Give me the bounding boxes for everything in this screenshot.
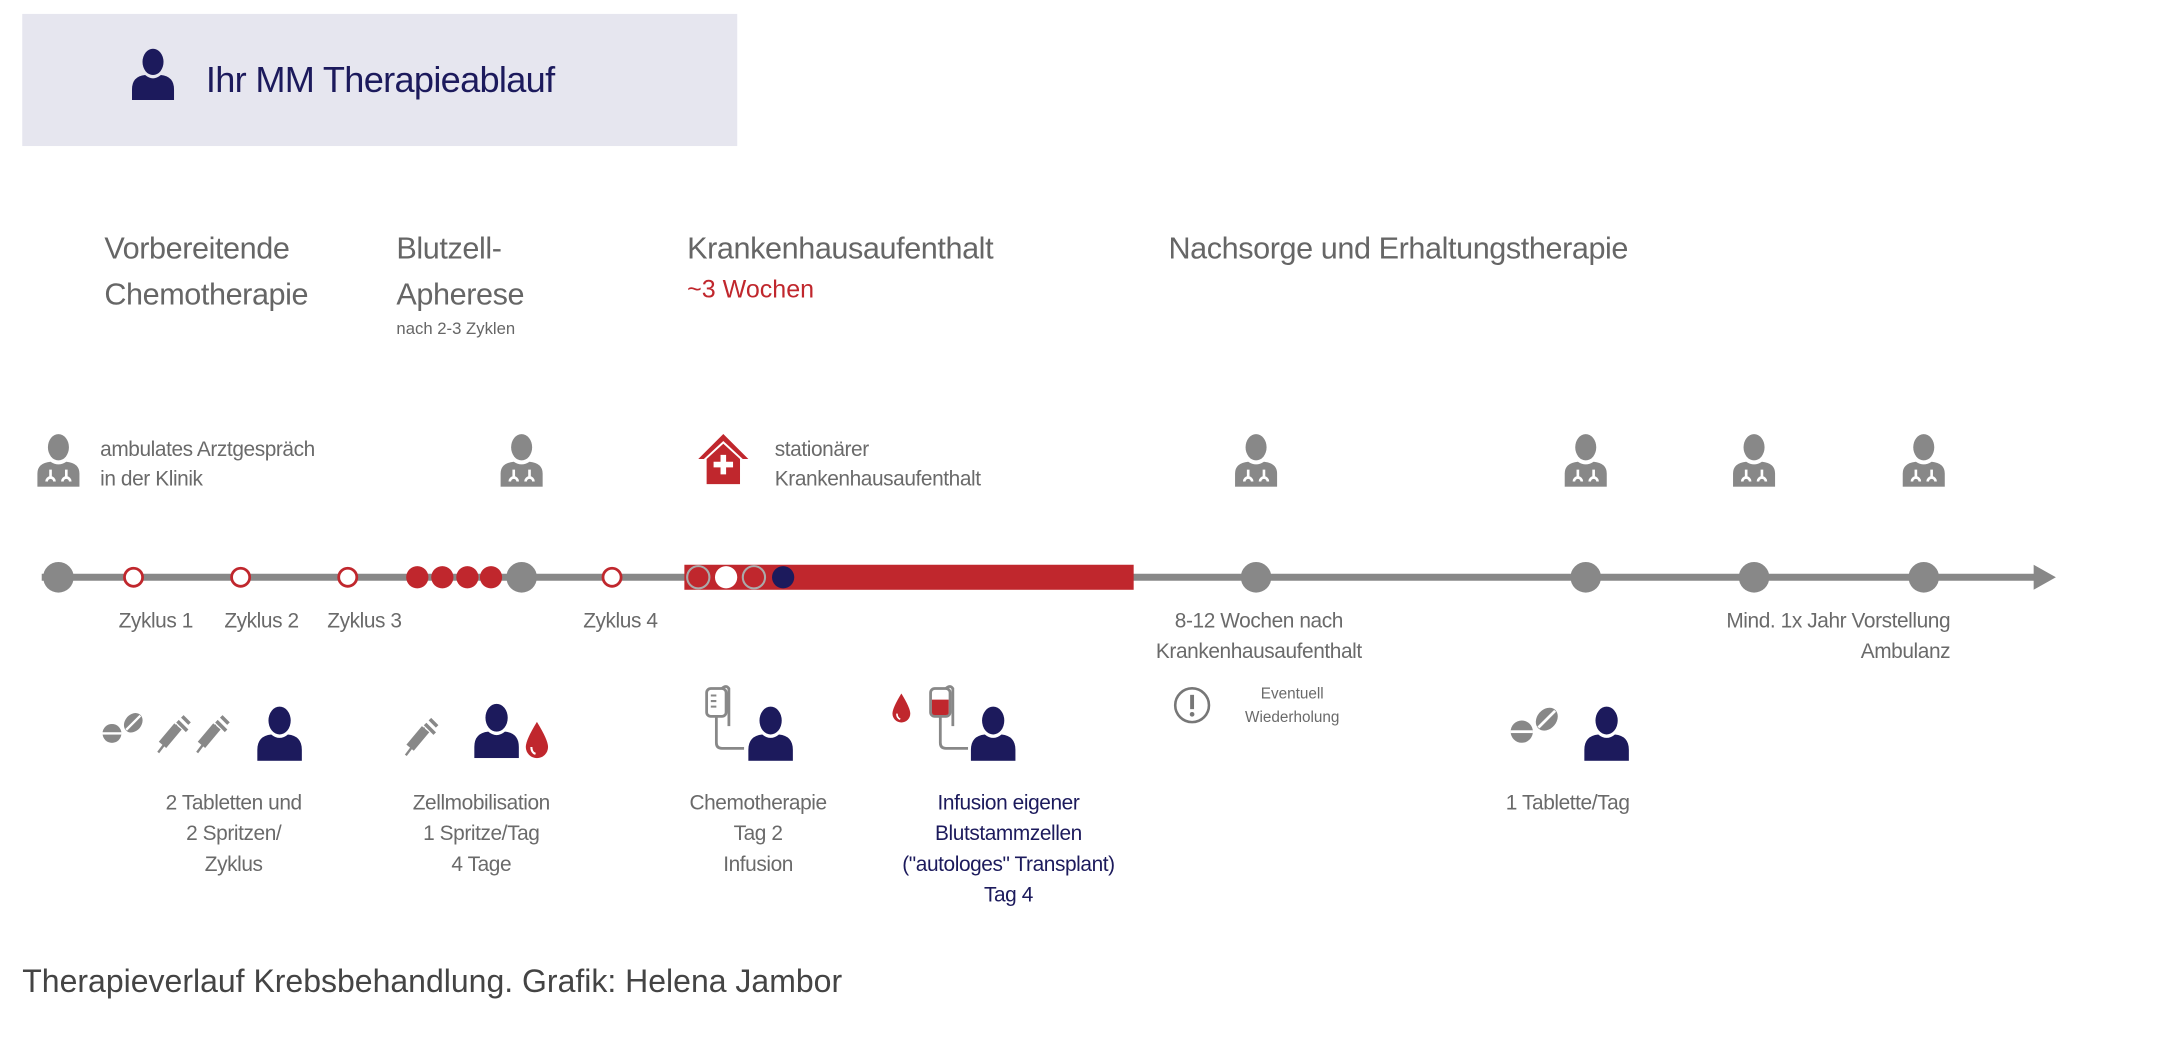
cycle-marker bbox=[123, 566, 144, 588]
person-icon bbox=[746, 705, 796, 761]
mobilisation-day-marker bbox=[456, 566, 479, 589]
pills-icon bbox=[100, 709, 147, 745]
mobilisation-day-marker bbox=[431, 566, 454, 589]
syringe-icon bbox=[403, 715, 439, 760]
blood-drop-icon bbox=[890, 691, 912, 724]
cycle-marker bbox=[337, 566, 359, 588]
syringe-icon bbox=[156, 712, 192, 757]
after-hospital-label: 8-12 Wochen nach Krankenhausaufenthalt bbox=[1155, 609, 1362, 664]
doctor-visit-marker bbox=[1570, 561, 1602, 593]
cycle-marker bbox=[230, 566, 252, 588]
treatment-label: Zellmobilisation 1 Spritze/Tag 4 Tage bbox=[412, 791, 551, 877]
mobilisation-day-marker bbox=[479, 566, 503, 589]
exclamation-icon bbox=[1173, 686, 1212, 725]
cycle-label: Zyklus 1 bbox=[118, 609, 194, 633]
phase-subtitle-apherese: nach 2-3 Zyklen bbox=[396, 318, 516, 339]
blood-drop-icon bbox=[523, 721, 551, 760]
timeline bbox=[41, 561, 2056, 593]
transplant-label: Infusion eigener Blutstammzellen ("autol… bbox=[902, 791, 1115, 907]
phase-title-aftercare: Nachsorge und Erhaltungstherapie bbox=[1168, 230, 1629, 266]
treatment-label: 1 Tablette/Tag bbox=[1505, 791, 1630, 816]
syringe-icon bbox=[195, 712, 231, 757]
phase-subtitle-hospital: ~3 Wochen bbox=[687, 275, 815, 304]
person-icon bbox=[968, 705, 1018, 761]
cycle-label: Zyklus 4 bbox=[583, 609, 658, 633]
transplant-day-marker bbox=[772, 566, 795, 589]
pills-icon bbox=[1508, 704, 1564, 746]
legend-doctor-label: ambulates Arztgespräch in der Klinik bbox=[100, 438, 315, 492]
iv-blood-bag-icon bbox=[926, 684, 968, 754]
doctor-visit-marker bbox=[43, 561, 74, 593]
person-icon bbox=[472, 702, 522, 758]
yearly-visit-label: Mind. 1x Jahr Vorstellung Ambulanz bbox=[1726, 609, 1951, 664]
mobilisation-day-marker bbox=[406, 566, 429, 589]
page-title: Ihr MM Therapieablauf bbox=[205, 58, 555, 101]
chemo-day-marker bbox=[714, 566, 738, 589]
doctor-visit-marker bbox=[1738, 561, 1770, 593]
doctor-visit-marker bbox=[506, 561, 537, 593]
treatment-label: Chemotherapie Tag 2 Infusion bbox=[689, 791, 827, 877]
cycle-label: Zyklus 3 bbox=[327, 609, 402, 633]
doctor-visit-marker bbox=[1908, 561, 1940, 593]
hospital-day-marker bbox=[741, 565, 767, 590]
phase-title-chemo: Vorbereitende Chemotherapie bbox=[104, 230, 309, 312]
iv-bag-icon bbox=[702, 684, 744, 754]
phase-title-hospital: Krankenhausaufenthalt bbox=[687, 230, 994, 266]
timeline-arrow bbox=[2033, 564, 2056, 590]
treatment-label: 2 Tabletten und 2 Spritzen/ Zyklus bbox=[165, 791, 302, 877]
person-icon bbox=[1582, 705, 1632, 761]
hospital-day-marker bbox=[686, 565, 711, 590]
repeat-note: Eventuell Wiederholung bbox=[1245, 685, 1340, 727]
legend-hospital-label: stationärer Krankenhausaufenthalt bbox=[774, 438, 981, 492]
cycle-label: Zyklus 2 bbox=[224, 609, 299, 633]
cycle-marker bbox=[601, 566, 623, 588]
phase-title-apherese: Blutzell- Apherese bbox=[396, 230, 525, 312]
person-icon bbox=[255, 705, 305, 761]
doctor-visit-marker bbox=[1240, 561, 1272, 593]
figure-caption: Therapieverlauf Krebsbehandlung. Grafik:… bbox=[22, 962, 843, 999]
